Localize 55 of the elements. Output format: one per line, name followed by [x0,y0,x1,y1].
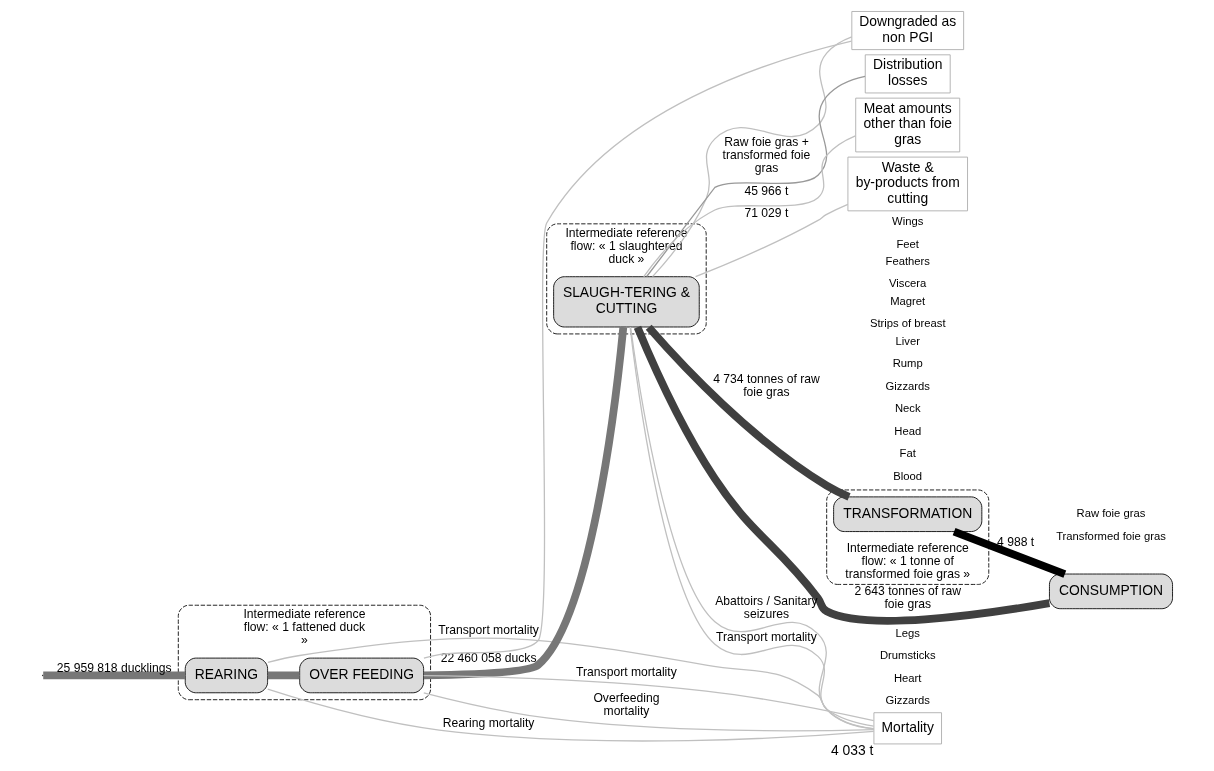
connector [642,135,856,278]
edge-label: 4 734 tonnes of raw foie gras [712,371,820,399]
node-box: Meat amounts other than foie gras [854,97,960,153]
connector [422,40,852,659]
edge-label: Raw foie gras + transformed foie gras [722,135,810,176]
edge-label: 25 959 818 ducklings [56,661,171,676]
label: Gizzards [885,694,930,707]
label: Liver [895,334,920,347]
label: Strips of breast [869,317,946,330]
connector [645,75,866,278]
edge-label: Transport mortality [715,629,817,644]
label: Fat [899,447,916,460]
label: Gizzards [885,379,930,392]
edge-label: Transport mortality [437,623,539,638]
node-box: CONSUMPTION [1048,573,1173,610]
edge-label: 4 988 t [996,535,1034,550]
connector [266,637,874,727]
edge-label: 71 029 t [744,206,788,221]
node-box: Mortality [873,712,942,745]
connector [645,324,851,501]
node-label: 4 033 t [830,742,873,759]
connector [267,671,300,680]
connector [422,692,875,732]
label: Magret [889,294,925,307]
node-box: OVER FEEDING [298,657,424,694]
label: Viscera [888,277,926,290]
connector [266,688,874,742]
connector [633,325,1050,625]
edge-label: Overfeeding mortality [592,690,659,718]
connector [952,528,1066,578]
label: Feathers [885,254,930,267]
label: Head [893,424,921,437]
label: Neck [894,402,921,415]
edge-label: Rearing mortality [442,715,534,730]
edge-label: 2 643 tonnes of raw foie gras [853,584,961,612]
label: Blood [892,469,922,482]
node-box: REARING [184,657,268,694]
node-box: TRANSFORMATION [832,496,982,532]
label: Feet [895,237,919,250]
connector [423,326,627,680]
node-box: SLAUGH-TERING & CUTTING [552,276,700,328]
label: Legs [895,626,920,639]
connector [694,203,848,278]
node-box: Distribution losses [864,54,951,94]
node-box: Downgraded as non PGI [850,11,964,51]
edge-label: 45 966 t [744,183,788,198]
edge-label: Transport mortality [575,664,677,679]
label: Raw foie gras [1076,507,1145,520]
label: Transformed foie gras [1055,529,1166,542]
label: Heart [893,671,921,684]
connector [651,36,852,278]
label: Drumsticks [879,649,936,662]
node-box: Waste & by-products from cutting [847,156,968,212]
connector [422,675,874,722]
label: Rump [892,357,923,370]
